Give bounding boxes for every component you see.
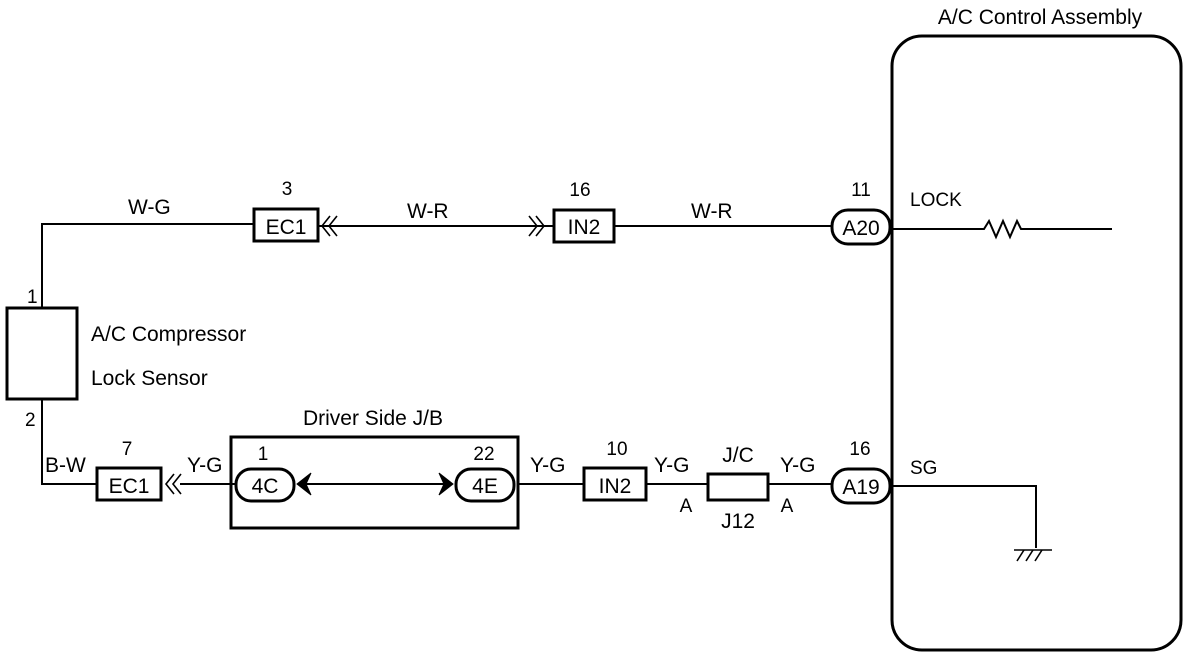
- connector-4e-code: 4E: [472, 475, 498, 498]
- resistor-symbol: [892, 218, 1112, 240]
- connector-a19-code: A19: [842, 476, 879, 499]
- wire-w-g: [41, 223, 254, 308]
- connector-a20: [830, 208, 892, 246]
- connector-in2-bottom: [582, 466, 648, 502]
- connector-arrow-icon: [164, 473, 182, 495]
- sensor-label-line2: Lock Sensor: [91, 367, 208, 390]
- compressor-lock-sensor: [5, 306, 79, 401]
- connector-4c-code: 4C: [252, 475, 279, 498]
- sensor-label-line1: A/C Compressor: [91, 323, 246, 346]
- connector-arrow-icon: [320, 215, 338, 237]
- sg-pin-label: SG: [910, 458, 937, 479]
- connector-in2-top-code: IN2: [568, 216, 601, 239]
- connector-ec1-top: [252, 207, 320, 243]
- wire-label-w-g: W-G: [128, 196, 171, 219]
- connector-a20-pin: 11: [851, 180, 871, 201]
- connector-ec1-top-pin: 3: [282, 179, 293, 200]
- wire-b-w: [41, 399, 97, 485]
- connector-in2-bottom-pin: 10: [606, 439, 627, 460]
- driver-side-jb-title: Driver Side J/B: [303, 407, 443, 430]
- driver-side-jb-box: [229, 435, 520, 530]
- junction-side-left: A: [680, 496, 693, 517]
- wire-label-y-g-ec1: Y-G: [187, 454, 222, 477]
- connector-in2-bottom-code: IN2: [599, 475, 632, 498]
- connector-ec1-bottom-pin: 7: [122, 439, 133, 460]
- wire-label-y-g-jc: Y-G: [780, 454, 815, 477]
- junction-terminal-icon: [296, 472, 312, 496]
- junction-connector-code: J12: [721, 510, 755, 533]
- connector-ec1-bottom-code: EC1: [109, 475, 150, 498]
- junction-connector-label: J/C: [722, 444, 754, 467]
- wire-label-y-g-jb: Y-G: [530, 454, 565, 477]
- control-assembly-box: [890, 34, 1183, 652]
- connector-ec1-top-code: EC1: [266, 216, 307, 239]
- ground-icon: [1014, 549, 1052, 562]
- connector-arrow-icon: [528, 215, 546, 237]
- wire-label-y-g-in2: Y-G: [654, 454, 689, 477]
- connector-4c: [234, 467, 296, 503]
- sg-internal-wire: [892, 485, 1037, 548]
- connector-4e: [454, 467, 516, 503]
- wire-label-b-w: B-W: [45, 454, 86, 477]
- junction-connector-j12: [706, 472, 770, 502]
- lock-pin-label: LOCK: [910, 190, 962, 211]
- wire-label-w-r-mid: W-R: [407, 200, 449, 223]
- connector-a20-code: A20: [842, 217, 879, 240]
- connector-4c-pin: 1: [258, 444, 269, 465]
- control-assembly-title: A/C Control Assembly: [938, 6, 1143, 29]
- connector-in2-top: [552, 208, 616, 244]
- sensor-pin-bottom: 2: [25, 410, 36, 431]
- connector-a19: [830, 467, 892, 505]
- connector-4e-pin: 22: [473, 444, 494, 465]
- connector-ec1-bottom: [95, 466, 163, 502]
- sensor-pin-top: 1: [27, 287, 38, 308]
- connector-a19-pin: 16: [849, 439, 870, 460]
- connector-in2-top-pin: 16: [569, 180, 590, 201]
- junction-side-right: A: [781, 496, 794, 517]
- wire-label-w-r-right: W-R: [691, 200, 733, 223]
- junction-terminal-icon: [438, 472, 454, 496]
